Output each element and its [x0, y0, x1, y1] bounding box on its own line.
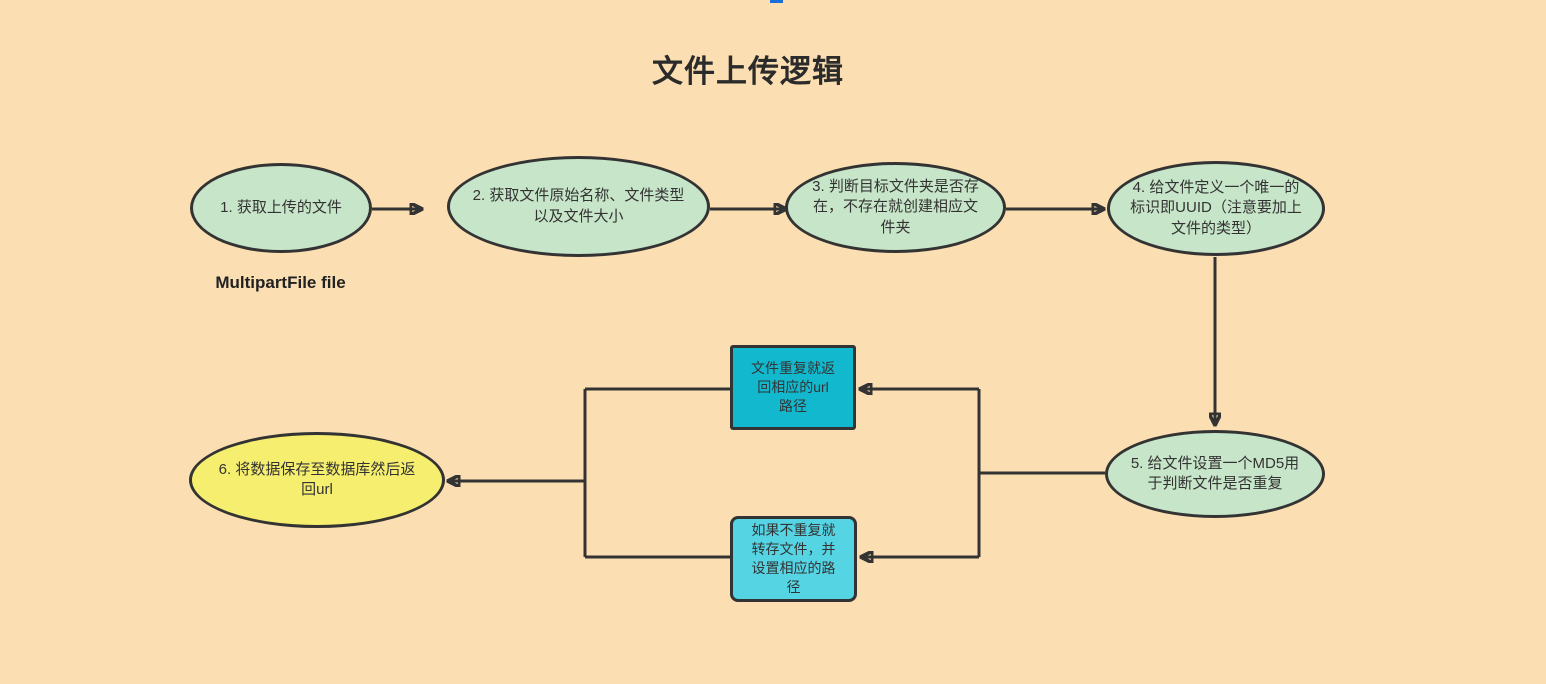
node-step-4-label: 4. 给文件定义一个唯一的 标识即UUID（注意要加上 文件的类型） [1130, 179, 1302, 237]
node-step-4[interactable]: 4. 给文件定义一个唯一的 标识即UUID（注意要加上 文件的类型） [1107, 161, 1325, 256]
node-branch-not-duplicate[interactable]: 如果不重复就 转存文件，并 设置相应的路 径 [730, 516, 857, 602]
node-step-5-label: 5. 给文件设置一个MD5用 于判断文件是否重复 [1130, 454, 1300, 492]
node-step-3[interactable]: 3. 判断目标文件夹是否存 在，不存在就创建相应文 件夹 [785, 162, 1006, 253]
node-step-6[interactable]: 6. 将数据保存至数据库然后返 回url [189, 432, 445, 528]
node-step-1[interactable]: 1. 获取上传的文件 [190, 163, 372, 253]
multipartfile-annotation: MultipartFile file [215, 273, 346, 292]
node-step-6-label: 6. 将数据保存至数据库然后返 回url [218, 460, 416, 498]
node-branch-not-duplicate-label: 如果不重复就 转存文件，并 设置相应的路 径 [751, 522, 836, 595]
node-step-2[interactable]: 2. 获取文件原始名称、文件类型 以及文件大小 [447, 156, 710, 257]
node-branch-duplicate-label: 文件重复就返 回相应的url 路径 [751, 360, 835, 414]
node-branch-duplicate[interactable]: 文件重复就返 回相应的url 路径 [730, 345, 856, 430]
top-edge-blue-artifact [770, 0, 783, 3]
node-step-5[interactable]: 5. 给文件设置一个MD5用 于判断文件是否重复 [1105, 430, 1325, 518]
node-step-3-label: 3. 判断目标文件夹是否存 在，不存在就创建相应文 件夹 [812, 178, 979, 236]
diagram-title: 文件上传逻辑 [652, 54, 844, 89]
node-step-2-label: 2. 获取文件原始名称、文件类型 以及文件大小 [472, 187, 685, 225]
node-step-1-label: 1. 获取上传的文件 [220, 198, 342, 216]
